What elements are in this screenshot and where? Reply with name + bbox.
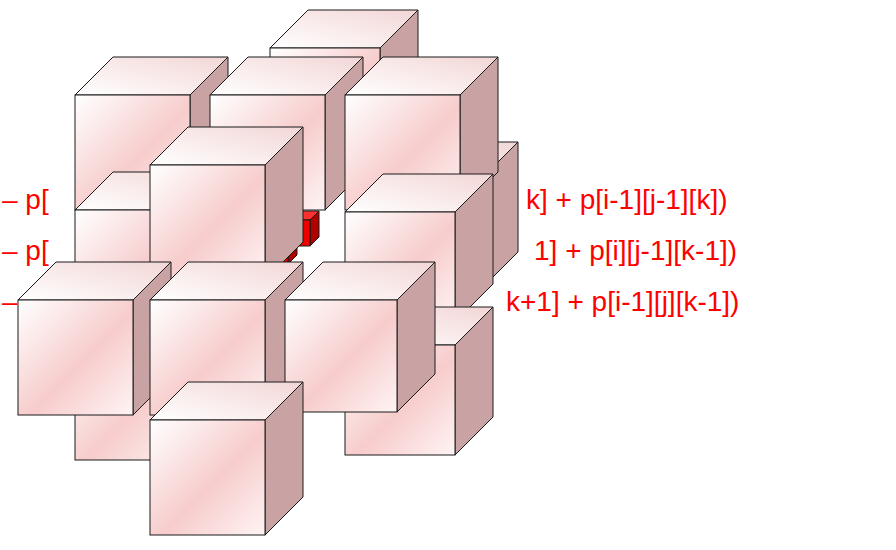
- neighbor-cell: [18, 262, 171, 415]
- cube-side: [397, 262, 435, 412]
- formula-fragment: k] + p[i-1][j-1][k]): [526, 186, 728, 214]
- formula-fragment: – p[: [2, 237, 49, 265]
- neighbor-cell: [285, 262, 435, 412]
- formula-fragment: 1] + p[i][j-1][k-1]): [534, 237, 737, 265]
- formula-fragment: –: [2, 288, 18, 316]
- cube-front: [18, 300, 133, 415]
- formula-fragment: k+1] + p[i-1][j][k-1]): [506, 288, 739, 316]
- formula-fragment: – p[: [2, 186, 49, 214]
- cube-side: [265, 127, 303, 280]
- cube-side: [265, 382, 303, 535]
- cube-side: [455, 307, 493, 455]
- cube-front: [150, 420, 265, 535]
- neighbor-cell: [150, 382, 303, 535]
- cube-side: [455, 174, 493, 322]
- cube-side: [310, 211, 319, 246]
- neighbor-cell: [150, 127, 303, 280]
